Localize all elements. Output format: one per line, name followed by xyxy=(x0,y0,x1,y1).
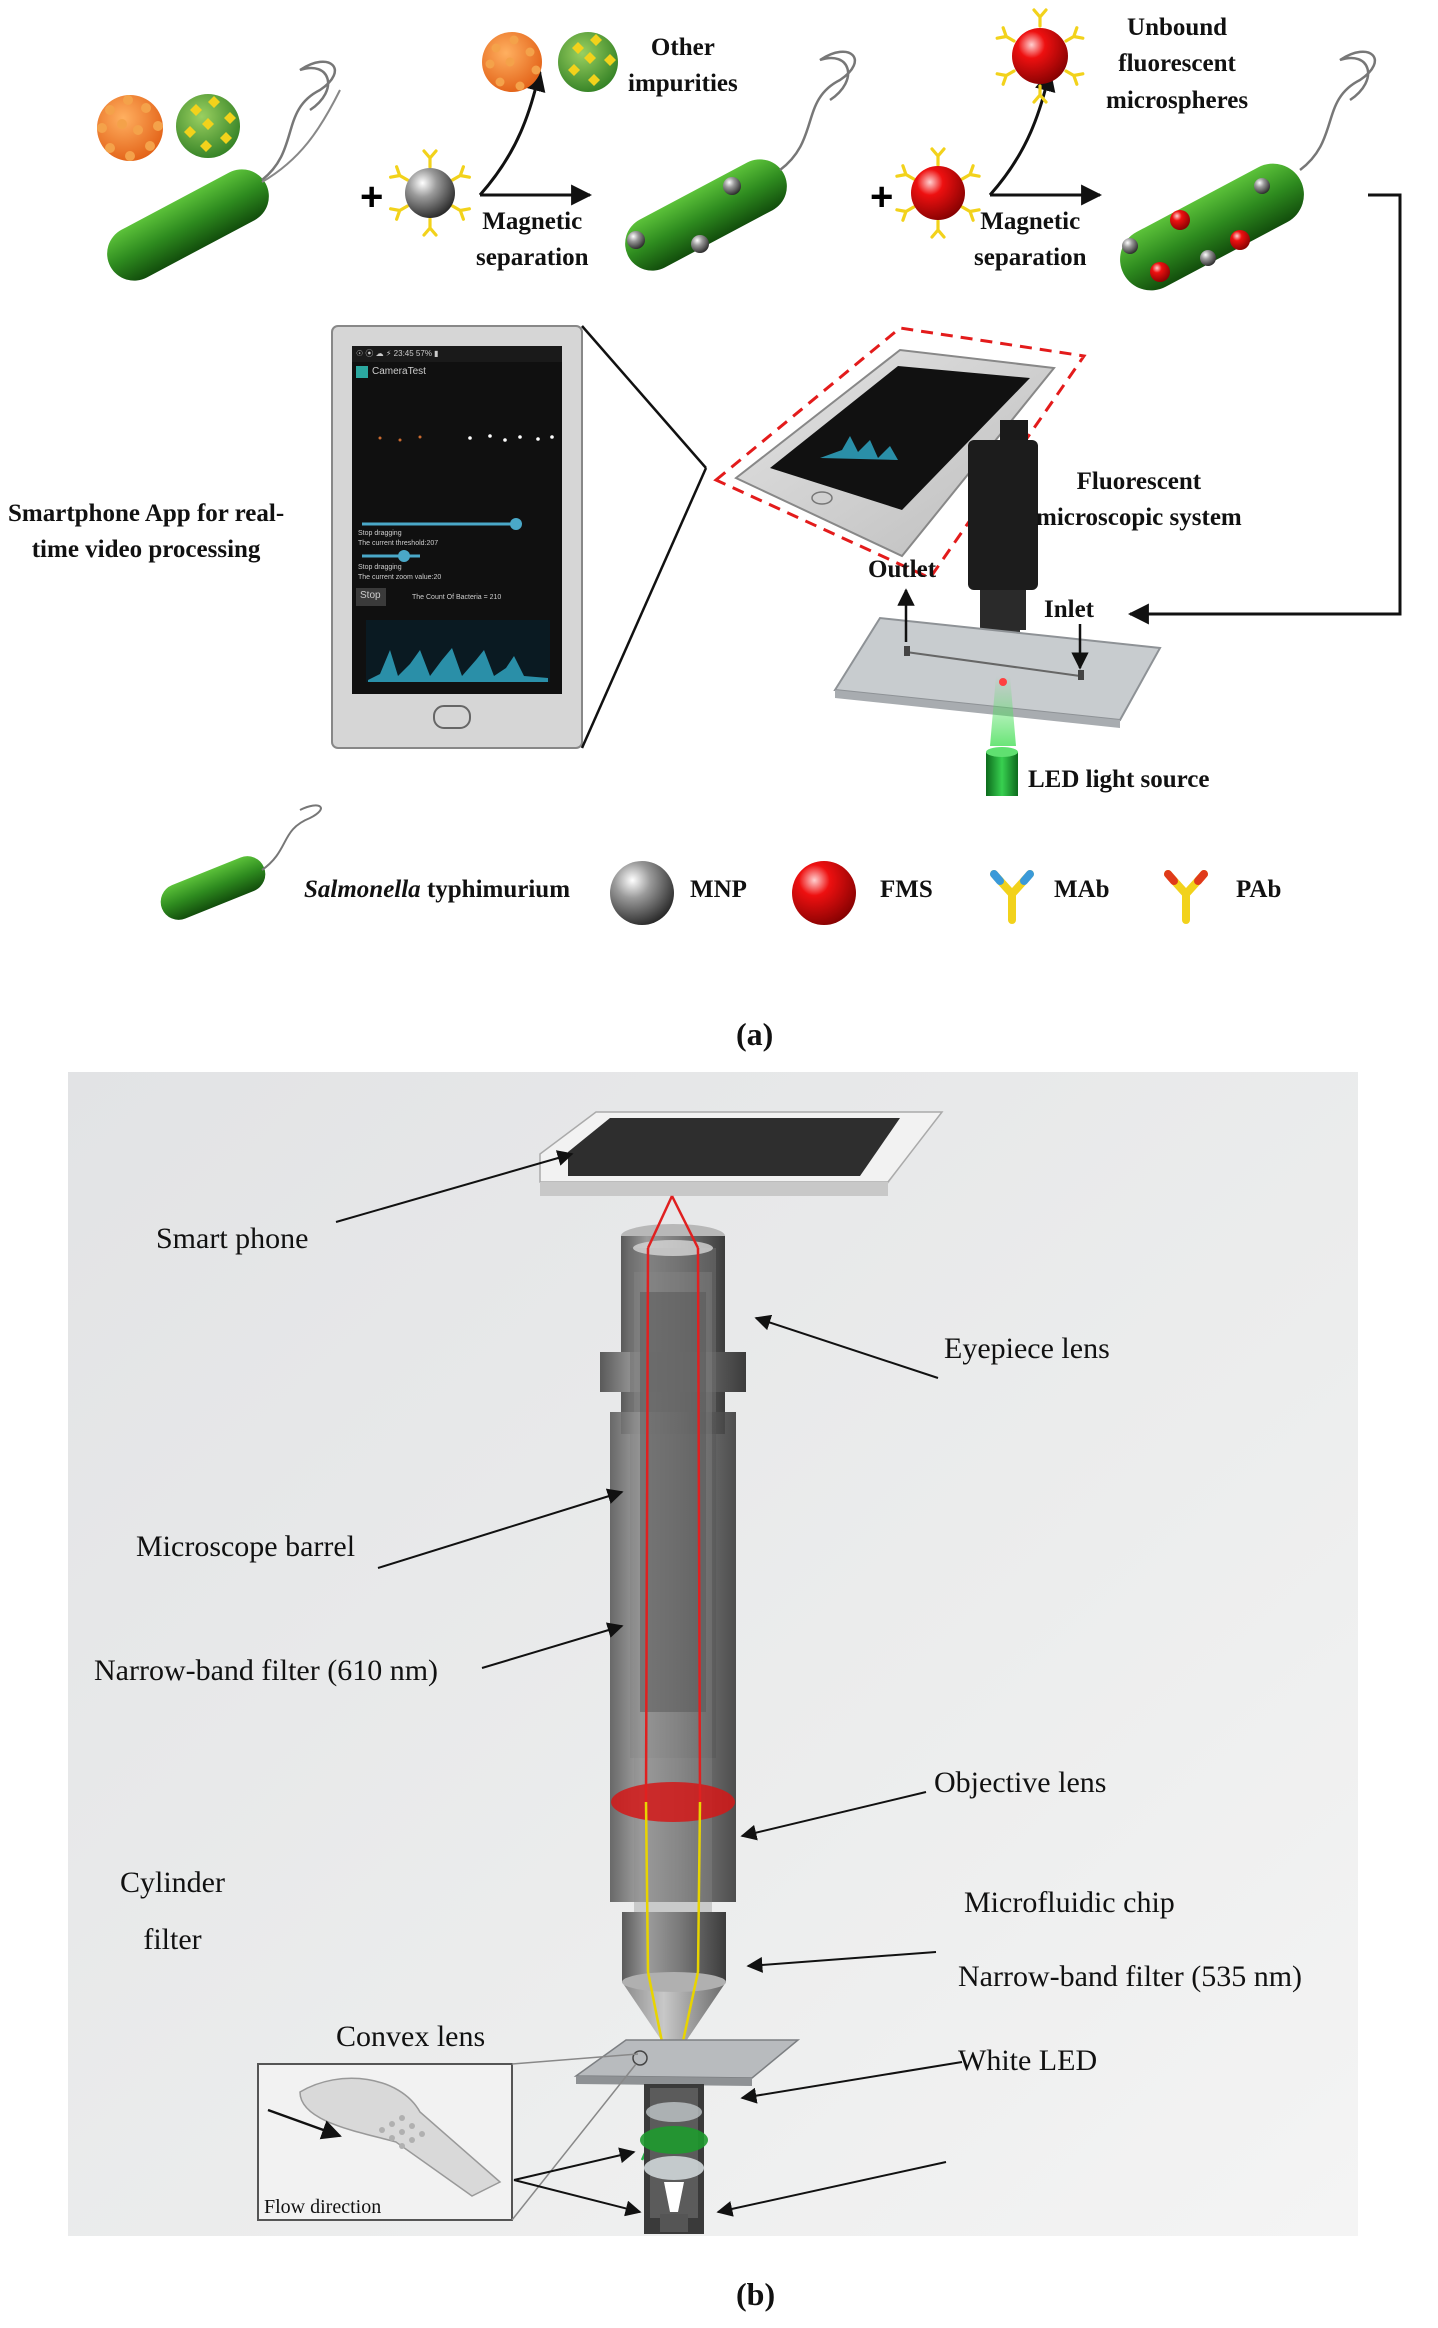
unbound-fms xyxy=(995,8,1085,104)
legend-fms-icon xyxy=(792,861,856,925)
label-flow-direction: Flow direction xyxy=(264,2196,382,2218)
label-smart-phone: Smart phone xyxy=(156,1222,309,1255)
led-housing xyxy=(640,2084,708,2234)
label-outlet: Outlet xyxy=(868,556,937,583)
label-magnetic-separation-1: Magnetic separation xyxy=(476,208,589,272)
label-cylinder-filter: Cylinder filter xyxy=(120,1866,225,1956)
led-beam-a xyxy=(990,676,1016,746)
label-convex-lens: Convex lens xyxy=(336,2020,486,2053)
bacterium-with-mnp xyxy=(625,50,857,271)
phone-text-line2: The current threshold:207 xyxy=(358,540,439,547)
zoom-line-bottom xyxy=(580,467,708,749)
impurity-virus-orange-2 xyxy=(482,32,542,92)
phone-text-line4: The current zoom value:20 xyxy=(358,574,442,581)
label-objective-lens: Objective lens xyxy=(934,1766,1107,1799)
legend-mab-label: MAb xyxy=(1054,876,1110,903)
caption-a: (a) xyxy=(736,1016,774,1052)
phone-app-title: CameraTest xyxy=(372,366,426,377)
legend-mnp-label: MNP xyxy=(690,876,747,903)
legend-mnp-icon xyxy=(610,861,674,925)
bacterium-1 xyxy=(107,60,341,281)
zoom-line-top xyxy=(581,325,707,469)
caption-b: (b) xyxy=(736,2276,776,2312)
legend-pab-icon xyxy=(1164,870,1208,924)
impurity-virus-green-2 xyxy=(558,32,618,92)
cylinder-filter-inset xyxy=(257,2053,639,2221)
impurity-virus-green-1 xyxy=(176,94,240,158)
mnp-with-antibodies xyxy=(389,149,471,237)
filter-610-disk xyxy=(611,1782,735,1822)
legend-salmonella xyxy=(160,804,322,920)
pointer-lines xyxy=(335,1150,963,2217)
panel-b-instrument xyxy=(68,1072,1358,2236)
separation-arrow-1 xyxy=(478,69,593,206)
label-inlet: Inlet xyxy=(1044,596,1094,623)
label-white-led: White LED xyxy=(958,2044,1098,2077)
fms-with-antibodies xyxy=(895,147,981,239)
label-fluorescent-system: Fluorescent microscopic system xyxy=(1036,468,1242,532)
legend-fms-label: FMS xyxy=(880,876,933,903)
smart-phone-device xyxy=(539,1111,944,1196)
smartphone-large xyxy=(331,325,583,749)
phone-text-line1: Stop dragging xyxy=(358,530,402,537)
legend-salmonella-italic: Salmonella xyxy=(304,876,421,903)
separation-arrow-2 xyxy=(988,69,1103,206)
panel-a-schematic: + + xyxy=(97,8,1402,925)
label-led-light-source: LED light source xyxy=(1028,766,1210,793)
phone-status-bar: ☉ ⦿ ☁ ⚡ 23:45 57% ▮ xyxy=(356,349,439,358)
flow-path-to-inlet xyxy=(1127,193,1402,625)
plus-sign-1: + xyxy=(360,175,383,219)
label-eyepiece-lens: Eyepiece lens xyxy=(944,1332,1110,1365)
phone-stop-button[interactable]: Stop xyxy=(360,590,381,601)
phone-text-line3: Stop dragging xyxy=(358,564,402,571)
label-smartphone-app: Smartphone App for real- time video proc… xyxy=(8,500,285,564)
fluorescent-microscope xyxy=(968,420,1038,672)
plus-sign-2: + xyxy=(870,175,893,219)
legend-pab-label: PAb xyxy=(1236,876,1282,903)
legend-mab-icon xyxy=(990,870,1034,924)
label-microscope-barrel: Microscope barrel xyxy=(136,1530,356,1563)
label-filter-535: Narrow-band filter (535 nm) xyxy=(958,1960,1303,1993)
impurity-virus-orange-1 xyxy=(97,95,163,161)
excitation-spot xyxy=(999,678,1007,686)
label-microfluidic-chip: Microfluidic chip xyxy=(964,1886,1175,1919)
label-unbound-fms: Unbound fluorescent microspheres xyxy=(1106,14,1249,114)
smartphone-tilted xyxy=(713,326,1087,580)
label-filter-610: Narrow-band filter (610 nm) xyxy=(94,1654,439,1687)
led-light-source-a xyxy=(986,747,1018,796)
legend-salmonella-label: Salmonella typhimurium xyxy=(304,876,570,904)
bacterium-with-mnp-fms xyxy=(1120,50,1377,291)
legend-salmonella-rest: typhimurium xyxy=(420,876,571,903)
label-other-impurities: Other impurities xyxy=(628,34,738,98)
phone-bacteria-count: The Count Of Bacteria = 210 xyxy=(412,594,502,601)
label-magnetic-separation-2: Magnetic separation xyxy=(974,208,1087,272)
